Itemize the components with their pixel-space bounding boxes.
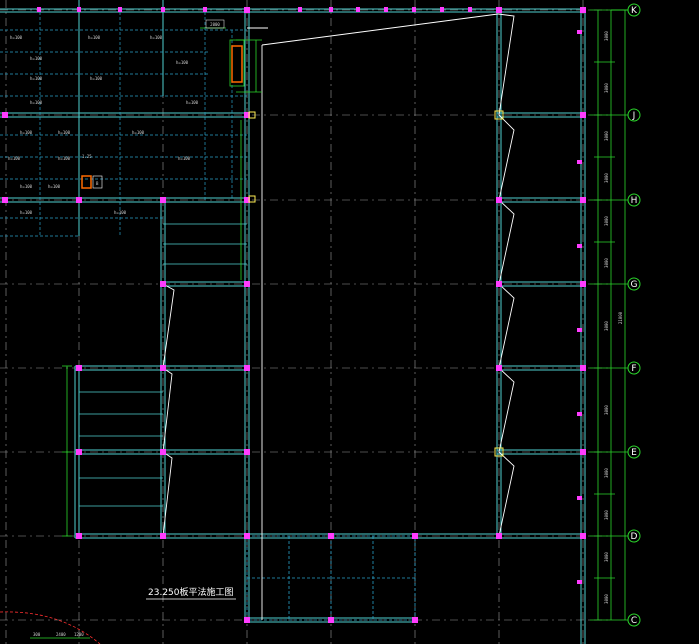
slab-tag: h=100 (20, 130, 33, 135)
axis-label-h: H (631, 196, 638, 206)
slab-tag: h=100 (132, 130, 145, 135)
slab-tag: h=100 (58, 156, 71, 161)
axis-bubble-e (627, 445, 641, 459)
slab-tag: h=100 (30, 56, 43, 61)
right-dimension-texts: 3000 3000 3000 3000 3000 3000 3000 3000 … (604, 31, 623, 604)
dim-text: 3000 (604, 216, 609, 226)
axis-bubble-g (627, 277, 641, 291)
top-box-text: 2000 (210, 22, 220, 27)
axis-bubble-k (627, 3, 641, 17)
axis-bubble-f (627, 361, 641, 375)
dim-text: 3000 (604, 321, 609, 331)
stair-treads (79, 223, 247, 507)
slab-tag: h=100 (186, 100, 199, 105)
slab-tag: h=100 (150, 35, 163, 40)
upper-left-slab-panels (0, 12, 247, 237)
right-dimension-chain (62, 9, 630, 621)
stair-tag: B (96, 181, 99, 186)
stair-tag-box (92, 175, 103, 189)
highlighted-columns (248, 110, 504, 457)
slab-tag: h=100 (8, 156, 21, 161)
bottom-dim-text: 300 (33, 632, 41, 637)
slab-tag: h=100 (114, 210, 127, 215)
dim-text: 3000 (604, 468, 609, 478)
dim-text: 3000 (604, 131, 609, 141)
bottom-dim-text: 1200 (74, 632, 84, 637)
axis-labels: K J H G F E D C (631, 6, 639, 626)
slab-tag: h=100 (88, 35, 101, 40)
slab-tag: h=100 (58, 130, 71, 135)
slab-tag: h=100 (176, 60, 189, 65)
slab-tag: h=100 (90, 76, 103, 81)
axis-bubble-c (627, 613, 641, 627)
axis-grid (0, 0, 610, 644)
hole-tag: 1.25 (82, 154, 92, 159)
opening-outline (229, 39, 245, 87)
axis-label-g: G (631, 280, 638, 290)
section-arc (0, 611, 101, 644)
axis-bubble-h (627, 193, 641, 207)
slab-tag: h=100 (20, 184, 33, 189)
slab-tag: h=100 (30, 100, 43, 105)
slab-tags: h=100 h=100 h=100 h=100 h=100 h=100 h=10… (8, 35, 199, 215)
dim-text: 3000 (604, 173, 609, 183)
dim-text: 3000 (604, 552, 609, 562)
slab-tag: h=100 (48, 184, 61, 189)
axis-label-d: D (631, 532, 638, 542)
highlighted-openings[interactable] (81, 45, 243, 189)
axis-label-f: F (631, 364, 636, 374)
dim-text: 3000 (604, 31, 609, 41)
dim-text: 3000 (604, 510, 609, 520)
slab-tag: h=100 (178, 156, 191, 161)
axis-bubble-d (627, 529, 641, 543)
axis-label-j: J (632, 111, 636, 121)
column-markers (2, 7, 586, 623)
bottom-dim-text: 2400 (56, 632, 66, 637)
drawing-title: 23.250板平法施工图 (148, 586, 234, 598)
dim-text: 3000 (604, 258, 609, 268)
slab-tag: h=100 (30, 76, 43, 81)
dim-text: 3000 (604, 405, 609, 415)
opening-k-j (231, 45, 243, 83)
axis-bubbles (611, 3, 641, 627)
top-box (205, 19, 225, 29)
slab-tag: h=100 (10, 35, 23, 40)
axis-label-e: E (631, 448, 637, 458)
dim-text: 3000 (604, 594, 609, 604)
opening-stair (81, 175, 92, 189)
axis-label-k: K (631, 6, 638, 16)
dim-text: 3000 (604, 83, 609, 93)
total-dim-text: 21000 (618, 311, 623, 324)
axis-label-c: C (631, 616, 637, 626)
slab-tag: h=100 (20, 210, 33, 215)
axis-bubble-j (627, 108, 641, 122)
